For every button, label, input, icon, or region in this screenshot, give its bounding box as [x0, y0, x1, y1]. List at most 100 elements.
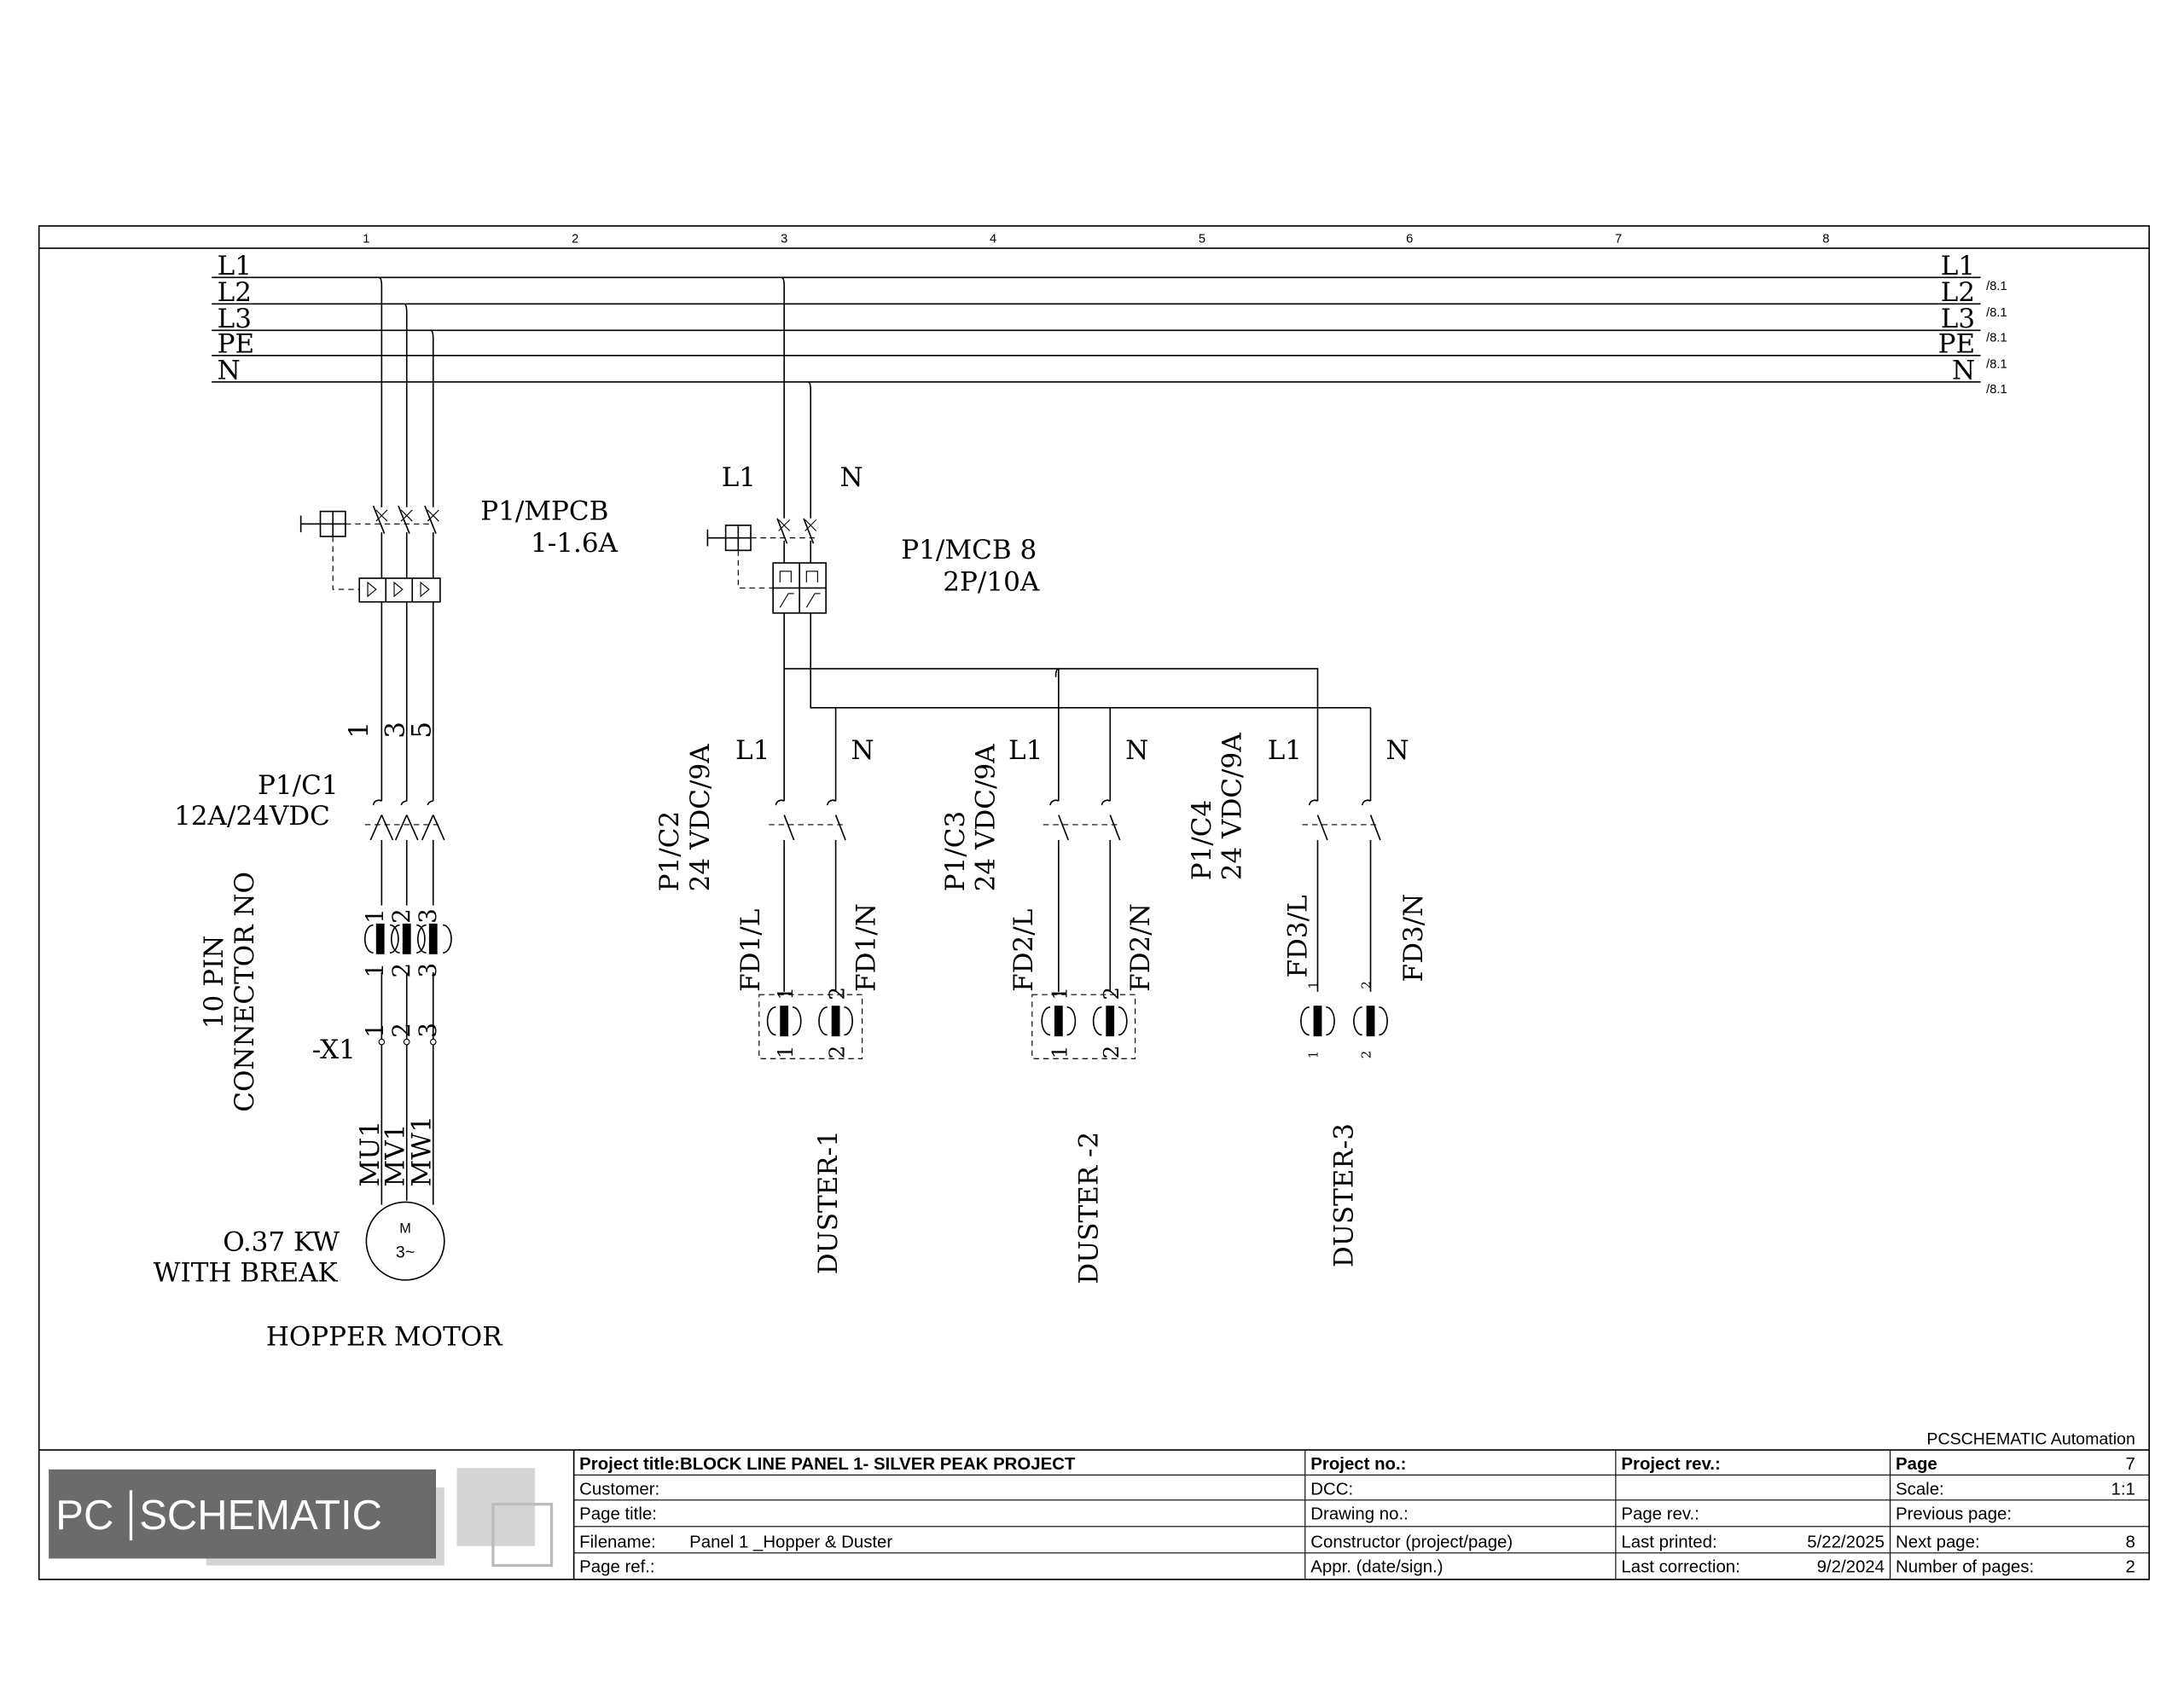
connector-pin: 3 [414, 908, 442, 924]
duster-2-contactor: P1/C3 [940, 811, 971, 892]
duster-1-contactor: P1/C2 [654, 811, 685, 892]
pin: 1 [773, 1046, 798, 1059]
column-2: 2 [572, 233, 578, 246]
page-rev-label: Page rev.: [1621, 1505, 1699, 1524]
duster-2-wire-n: FD2/N [1125, 903, 1156, 992]
pin: 1 [1048, 1046, 1072, 1059]
terminal-number: 3 [380, 722, 410, 739]
cross-ref[interactable]: /8.1 [1986, 306, 2007, 320]
connector-label: 10 PIN [199, 936, 229, 1029]
company-name: PCSCHEMATIC Automation [1926, 1429, 2135, 1448]
column-5: 5 [1199, 233, 1205, 246]
last-printed-label: Last printed: [1621, 1533, 1716, 1551]
mcb-rating: 2P/10A [943, 567, 1040, 598]
connector-pin: 2 [387, 963, 415, 978]
duster-3-wire-n: FD3/N [1398, 894, 1429, 983]
project-no-label: Project no.: [1310, 1455, 1406, 1474]
logo-text-schematic: SCHEMATIC [139, 1493, 382, 1539]
column-3: 3 [781, 233, 787, 246]
column-4: 4 [990, 233, 996, 246]
wire-label: MV1 [380, 1124, 410, 1187]
page-value: 7 [2126, 1455, 2135, 1474]
rail-label-n: N [218, 356, 241, 386]
pin: 1 [1306, 981, 1321, 988]
rail-label-l2: L2 [218, 277, 252, 308]
last-correction-label: Last correction: [1621, 1558, 1740, 1577]
project-rev-label: Project rev.: [1621, 1455, 1720, 1474]
filename: Panel 1 _Hopper & Duster [689, 1533, 892, 1551]
page-title-label: Page title: [579, 1505, 657, 1524]
logo-text-pc: PC [55, 1493, 113, 1539]
duster-3-wire-l: FD3/L [1282, 895, 1313, 977]
motor-symbol-m: M [399, 1220, 411, 1236]
terminal-number: 1 [344, 722, 375, 739]
column-6: 6 [1406, 233, 1413, 246]
project-title: Project title:BLOCK LINE PANEL 1- SILVER… [579, 1455, 1076, 1474]
cross-ref[interactable]: /8.1 [1986, 331, 2007, 345]
rail-label-l1-right: L1 [1941, 251, 1975, 281]
duster-1-name: DUSTER-1 [813, 1130, 844, 1274]
duster-3-name: DUSTER-3 [1328, 1123, 1359, 1267]
duster-2-rating: 24 VDC/9A [971, 744, 1002, 892]
pin: 2 [1099, 1046, 1124, 1059]
pin: 1 [1048, 987, 1072, 1000]
connector-label: CONNECTOR NO [229, 872, 260, 1112]
duster-1-l-label: L1 [735, 735, 770, 766]
contactor-c1-rating: 12A/24VDC [174, 801, 330, 832]
duster-1-wire-n: FD1/N [851, 903, 881, 992]
cross-ref[interactable]: /8.1 [1986, 357, 2007, 371]
duster-3-contactor: P1/C4 [1187, 800, 1217, 881]
supply-n-label: N [839, 462, 863, 493]
connector-pin: 1 [361, 963, 389, 978]
duster-3-l-label: L1 [1268, 735, 1302, 766]
motor-power: O.37 KW [223, 1227, 340, 1258]
cross-ref[interactable]: /8.1 [1986, 280, 2007, 293]
terminal-pin: 1 [361, 1023, 389, 1038]
terminal-block-label: -X1 [312, 1035, 356, 1065]
supply-l1-label: L1 [722, 462, 756, 493]
pin: 2 [824, 987, 849, 1000]
last-correction-value: 9/2/2024 [1817, 1558, 1885, 1577]
bus-rails [212, 276, 1981, 383]
pin: 2 [1360, 981, 1374, 988]
column-numbers: 1 2 3 4 5 6 7 8 [363, 233, 1829, 246]
duster-3-rating: 24 VDC/9A [1217, 733, 1248, 881]
customer-label: Customer: [579, 1480, 659, 1499]
mpcb-symbol [299, 505, 441, 603]
pin: 2 [1099, 987, 1124, 1000]
duster-1-rating: 24 VDC/9A [685, 744, 716, 892]
sheet-frame [38, 225, 2150, 1580]
duster-2-circuit [1031, 799, 1136, 1059]
next-page-value[interactable]: 8 [2126, 1533, 2135, 1551]
column-8: 8 [1822, 233, 1829, 246]
mcb-symbol [706, 518, 827, 614]
pin: 2 [1360, 1051, 1374, 1058]
contactor-c1 [364, 799, 445, 841]
rail-label-l2-right: L2 [1941, 277, 1975, 308]
terminal-pin: 2 [387, 1023, 415, 1038]
duster-1-n-label: N [851, 735, 874, 766]
approval-label: Appr. (date/sign.) [1310, 1558, 1443, 1577]
connector-10pin [363, 923, 452, 954]
dcc-label: DCC: [1310, 1480, 1353, 1499]
duster-2-name: DUSTER -2 [1074, 1132, 1105, 1284]
constructor-label: Constructor (project/page) [1310, 1533, 1513, 1551]
mpcb-rating: 1-1.6A [531, 528, 619, 559]
mpcb-name: P1/MPCB [480, 496, 608, 526]
next-page-label: Next page: [1896, 1533, 1980, 1551]
column-1: 1 [363, 233, 369, 246]
rail-label-l3: L3 [218, 304, 252, 334]
rail-label-pe: PE [218, 328, 255, 359]
duster-1-circuit [758, 799, 863, 1059]
contactor-c1-name: P1/C1 [258, 770, 339, 801]
terminal-pin: 3 [414, 1023, 442, 1038]
pin: 2 [824, 1046, 849, 1059]
cross-ref[interactable]: /8.1 [1986, 383, 2007, 397]
duster-2-l-label: L1 [1008, 735, 1043, 766]
duster-1-wire-l: FD1/L [735, 909, 766, 992]
drawing-no-label: Drawing no.: [1310, 1505, 1408, 1524]
filename-label: Filename: [579, 1533, 656, 1551]
pin: 1 [773, 987, 798, 1000]
title-block [38, 1449, 2150, 1580]
